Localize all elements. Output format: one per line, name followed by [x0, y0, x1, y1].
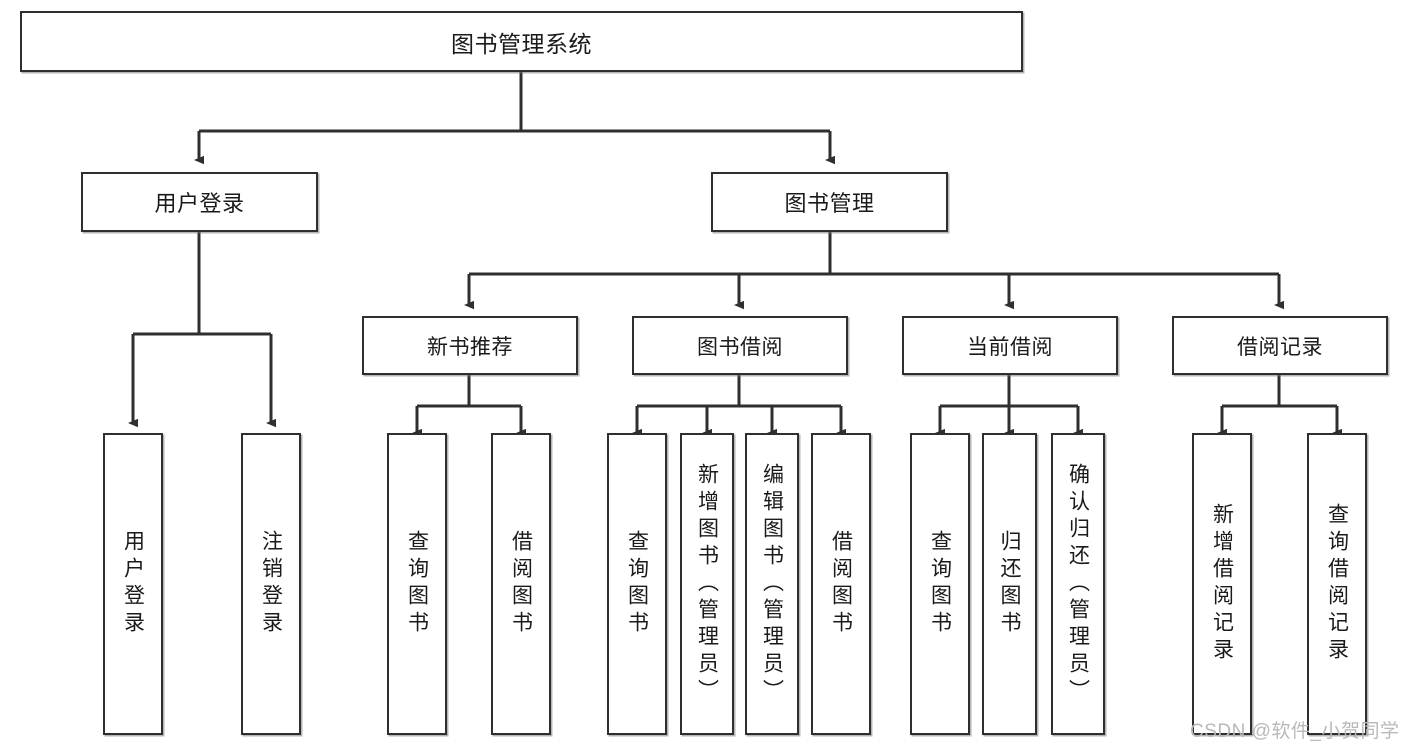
leaf-return-book[interactable]: 归还图书 [982, 433, 1037, 735]
csdn-watermark: CSDN @软件_小贺同学 [1190, 721, 1400, 742]
leaf-user-logout[interactable]: 注销登录 [241, 433, 301, 735]
node-label: 图书管理系统 [451, 30, 592, 57]
node-label: 编辑图书（管理员） [760, 462, 784, 706]
node-label: 注销登录 [259, 530, 283, 638]
node-label: 查询借阅记录 [1325, 503, 1349, 665]
leaf-query-borrow-record[interactable]: 查询借阅记录 [1307, 433, 1367, 735]
node-label: 借阅记录 [1237, 335, 1323, 359]
node-label: 用户登录 [154, 191, 245, 216]
node-new-book-recommend[interactable]: 新书推荐 [362, 316, 578, 375]
leaf-edit-book-admin[interactable]: 编辑图书（管理员） [745, 433, 799, 735]
node-label: 查询图书 [625, 530, 649, 638]
node-book-borrow[interactable]: 图书借阅 [632, 316, 848, 375]
leaf-add-book-admin[interactable]: 新增图书（管理员） [680, 433, 734, 735]
node-label: 当前借阅 [967, 335, 1053, 359]
node-label: 借阅图书 [829, 530, 853, 638]
leaf-query-book-borrow[interactable]: 查询图书 [607, 433, 667, 735]
node-label: 图书管理 [784, 191, 875, 216]
leaf-borrow-book-recommend[interactable]: 借阅图书 [491, 433, 551, 735]
node-label: 确认归还（管理员） [1066, 462, 1090, 706]
leaf-add-borrow-record[interactable]: 新增借阅记录 [1192, 433, 1252, 735]
node-borrow-record[interactable]: 借阅记录 [1172, 316, 1388, 375]
node-label: 借阅图书 [509, 530, 533, 638]
node-label: 新增借阅记录 [1210, 503, 1234, 665]
leaf-user-login[interactable]: 用户登录 [103, 433, 163, 735]
node-label: 归还图书 [998, 530, 1021, 638]
leaf-query-book-recommend[interactable]: 查询图书 [387, 433, 447, 735]
node-label: 图书借阅 [697, 335, 783, 359]
leaf-confirm-return-admin[interactable]: 确认归还（管理员） [1051, 433, 1105, 735]
node-label: 用户登录 [121, 530, 145, 638]
node-book-management[interactable]: 图书管理 [711, 172, 948, 232]
leaf-query-book-current[interactable]: 查询图书 [910, 433, 970, 735]
node-root-system[interactable]: 图书管理系统 [20, 11, 1023, 72]
node-label: 新书推荐 [427, 335, 513, 359]
node-label: 新增图书（管理员） [695, 462, 719, 706]
node-user-login[interactable]: 用户登录 [81, 172, 318, 232]
node-label: 查询图书 [405, 530, 429, 638]
node-label: 查询图书 [928, 530, 952, 638]
leaf-borrow-book-borrow[interactable]: 借阅图书 [811, 433, 871, 735]
node-current-borrow[interactable]: 当前借阅 [902, 316, 1118, 375]
